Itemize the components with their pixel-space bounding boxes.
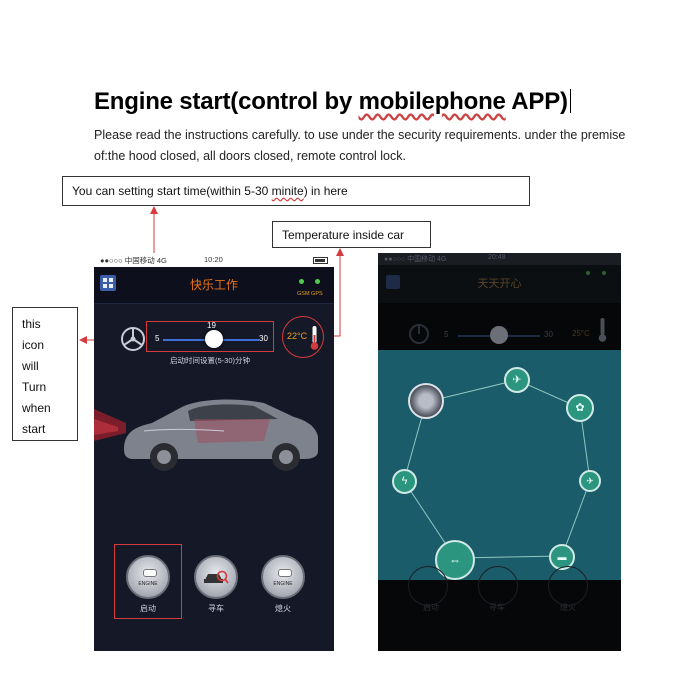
title-underlined-word: mobilephone [358,88,506,115]
status-time: 10:20 [204,255,223,264]
menu-lower-area: 启动 寻车 熄火 [378,566,621,651]
arrow-temperature [331,248,344,337]
header-divider [94,303,334,304]
find-car-icon [204,570,229,584]
callout-start-time: You can setting start time(within 5-30 m… [62,176,530,206]
callout-icon-word: start [22,422,46,436]
engine-stop-caption: 熄火 [560,603,576,612]
page-title: Engine start(control by mobilephone APP) [94,88,572,116]
engine-start-caption: 启动 [423,603,439,612]
callout-icon-word: this [22,317,41,331]
start-time-slider: 5 19 30 [146,321,274,352]
engine-start-button[interactable] [408,566,448,606]
status-bar: ●●○○○ 中国移动 4G 20:48 [378,253,621,265]
callout-temperature: Temperature inside car [272,221,431,248]
engine-stop-caption: 熄火 [275,604,291,613]
status-carrier: ●●○○○ 中国移动 4G [100,256,167,265]
callout-icon-turn: this icon will Turn when start [12,307,78,441]
gps-signal-icon [602,271,606,275]
app-header: 快乐工作 GSM GPS [94,267,334,303]
slider-max-label: 30 [259,334,268,343]
slider-knob[interactable] [205,330,223,348]
engine-start-icon-label: ENGINE [138,581,158,587]
battery-icon [313,257,328,264]
menu-icon[interactable] [386,275,400,289]
find-car-button[interactable] [194,555,238,599]
engine-stop-button[interactable]: ENGINE [261,555,305,599]
slider-value-label: 19 [207,321,216,330]
find-car-caption: 寻车 [208,604,224,613]
quick-menu-connectors [403,379,591,559]
status-carrier: ●●○○○ 中国移动 4G [384,256,447,263]
temperature-value: 22°C [287,331,308,341]
thermometer-icon [310,326,319,350]
engine-start-caption: 启动 [140,604,156,613]
find-car-button[interactable] [478,566,518,606]
status-bar: ●●○○○ 中国移动 4G 10:20 [94,253,334,267]
temperature-value: 25°C [572,329,590,338]
lightning-icon[interactable]: ϟ [392,469,417,494]
steering-wheel-icon [409,324,429,344]
find-car-caption: 寻车 [489,603,505,612]
slider-max-label: 30 [544,330,553,339]
engine-pill-icon [143,569,157,577]
instructions-line-1: Please read the instructions carefully. … [94,128,626,142]
callout-icon-word: icon [22,338,45,352]
gsm-signal-icon [586,271,590,275]
flame-icon[interactable]: ✈ [504,367,530,393]
callout-start-time-prefix: You can setting start time(within 5-30 [72,184,272,198]
title-part-1: Engine start(control by [94,88,359,115]
gsm-gps-label: GSM GPS [297,291,323,297]
highlight-engine-start [114,544,182,619]
fan-icon[interactable]: ✿ [566,394,594,422]
thermometer-icon [598,318,607,342]
callout-icon-word: when [22,401,51,415]
temperature-indicator: 22°C [282,316,324,358]
header-title: 天天开心 [477,278,522,290]
phone-screen-main: ●●○○○ 中国移动 4G 10:20 快乐工作 GSM GPS 5 19 30… [94,253,334,651]
steering-wheel-icon [121,327,145,351]
instructions-line-2: of:the hood closed, all doors closed, re… [94,149,406,163]
car-illustration [94,399,318,471]
menu-icon[interactable] [100,275,116,291]
engine-pill-icon [278,569,292,577]
callout-icon-word: Turn [22,380,47,394]
app-header: 天天开心 [378,265,621,303]
slider-min-label: 5 [155,334,160,343]
slider-hint: 启动时间设置(5-30)分钟 [169,356,250,365]
callout-start-time-suffix: ) in here [303,184,348,198]
car-lock-icon[interactable] [408,383,444,419]
callout-icon-word: will [22,359,39,373]
callout-start-time-underlined: minite [271,184,304,198]
phone-screen-menu: ●●○○○ 中国移动 4G 20:48 天天开心 5 30 25°C ✈ ✿ ϟ… [378,253,621,651]
unlock-icon[interactable]: ✈ [579,470,601,492]
engine-stop-button[interactable] [548,566,588,606]
status-time: 20:48 [488,254,506,261]
gsm-signal-icon [299,279,304,284]
text-cursor [569,89,572,113]
slider-min-label: 5 [444,330,449,339]
engine-start-button[interactable]: ENGINE [126,555,170,599]
gps-signal-icon [315,279,320,284]
title-part-2: APP) [505,88,568,115]
engine-stop-icon-label: ENGINE [273,581,293,587]
header-title: 快乐工作 [189,278,238,292]
slider-knob[interactable] [490,326,508,344]
